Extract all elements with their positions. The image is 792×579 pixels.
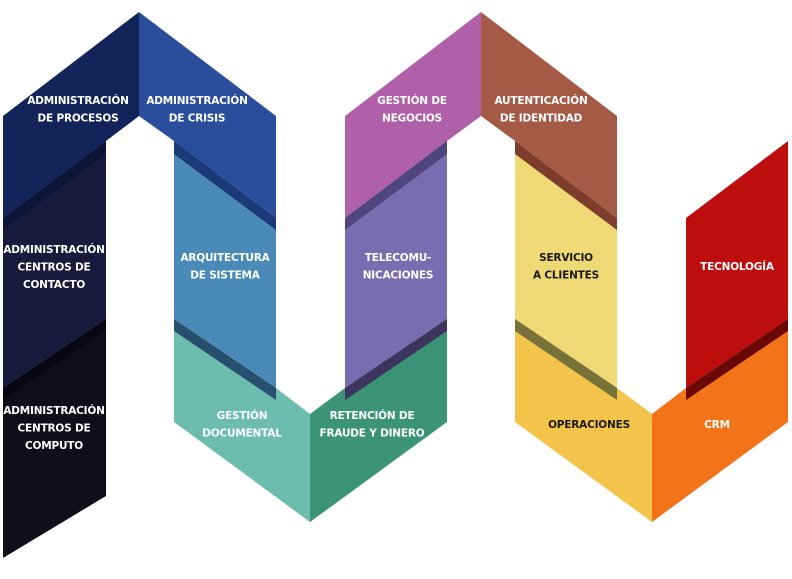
fold-shadow xyxy=(515,319,617,400)
segment-shape xyxy=(515,319,652,522)
label-line: GESTIÓN DE xyxy=(377,94,447,107)
fold-shadow xyxy=(345,319,447,400)
label-line: FRAUDE Y DINERO xyxy=(320,428,425,440)
fold-shadow xyxy=(686,319,788,400)
fold-shadow xyxy=(174,319,276,400)
fold-shadow xyxy=(174,141,276,230)
segment-label-operaciones: OPERACIONES xyxy=(548,419,630,431)
segment-label-gestion-documental: GESTIÓN DOCUMENTAL xyxy=(202,409,282,440)
segment-label-servicio-clientes: SERVICIO A CLIENTES xyxy=(533,252,599,282)
label-line: CENTROS DE xyxy=(18,423,91,435)
segment-label-autenticacion-identidad: AUTENTICACIÓN DE IDENTIDAD xyxy=(494,94,587,125)
label-line: RETENCIÓN DE xyxy=(330,409,415,422)
label-line: OPERACIONES xyxy=(548,419,630,431)
segment-admin-procesos xyxy=(3,12,139,218)
label-line: NEGOCIOS xyxy=(382,113,442,125)
segment-gestion-documental xyxy=(174,319,310,522)
segment-tecnologia xyxy=(686,141,788,388)
label-line: TELECOMU- xyxy=(365,252,431,264)
label-line: ADMINISTRACIÓN xyxy=(27,94,128,107)
segment-shape xyxy=(686,141,788,388)
segment-label-telecomunicaciones: TELECOMU- NICACIONES xyxy=(363,252,434,282)
fold-shadow xyxy=(345,141,447,230)
label-line: DE CRISIS xyxy=(169,113,225,125)
segment-label-tecnologia: TECNOLOGÍA xyxy=(700,260,775,273)
label-line: ARQUITECTURA xyxy=(180,252,270,264)
label-line: CONTACTO xyxy=(23,279,85,291)
segment-label-gestion-negocios: GESTIÓN DE NEGOCIOS xyxy=(377,94,447,125)
label-line: COMPUTO xyxy=(25,440,83,452)
segment-gestion-negocios xyxy=(345,12,481,218)
label-line: NICACIONES xyxy=(363,270,434,282)
segment-shape xyxy=(310,319,447,522)
segment-label-admin-centros-contacto: ADMINISTRACIÓN CENTROS DE CONTACTO xyxy=(3,243,104,291)
segment-operaciones xyxy=(515,319,652,522)
label-line: ADMINISTRACIÓN xyxy=(3,404,104,417)
segment-shape xyxy=(174,319,310,522)
label-line: DE IDENTIDAD xyxy=(500,113,583,125)
label-line: DE PROCESOS xyxy=(38,113,119,125)
segment-label-admin-procesos: ADMINISTRACIÓN DE PROCESOS xyxy=(27,94,128,125)
label-line: ADMINISTRACIÓN xyxy=(146,94,247,107)
segment-label-crm: CRM xyxy=(704,419,730,431)
label-line: CENTROS DE xyxy=(18,262,91,274)
fold-shadow xyxy=(3,319,106,400)
label-line: ADMINISTRACIÓN xyxy=(3,243,104,256)
segment-label-retencion-fraude: RETENCIÓN DE FRAUDE Y DINERO xyxy=(320,409,425,440)
segment-label-admin-centros-computo: ADMINISTRACIÓN CENTROS DE COMPUTO xyxy=(3,404,104,452)
segment-admin-crisis xyxy=(139,12,276,218)
segment-label-admin-crisis: ADMINISTRACIÓN DE CRISIS xyxy=(146,94,247,125)
label-line: DE SISTEMA xyxy=(190,270,261,282)
segment-shape xyxy=(3,12,139,218)
label-line: GESTIÓN xyxy=(217,409,268,422)
segment-crm xyxy=(652,319,788,522)
segment-retencion-fraude xyxy=(310,319,447,522)
segment-shape xyxy=(481,12,617,218)
label-line: SERVICIO xyxy=(539,252,593,264)
segment-shape xyxy=(652,319,788,522)
segment-autenticacion-identidad xyxy=(481,12,617,218)
segment-label-arquitectura-sistema: ARQUITECTURA DE SISTEMA xyxy=(180,252,270,282)
label-line: CRM xyxy=(704,419,730,431)
label-line: AUTENTICACIÓN xyxy=(494,94,587,107)
label-line: TECNOLOGÍA xyxy=(700,260,775,273)
label-line: A CLIENTES xyxy=(533,270,599,282)
fold-shadow xyxy=(515,141,617,230)
segment-shape xyxy=(139,12,276,218)
label-line: DOCUMENTAL xyxy=(202,428,282,440)
segment-shape xyxy=(345,12,481,218)
fold-shadow xyxy=(3,141,106,230)
